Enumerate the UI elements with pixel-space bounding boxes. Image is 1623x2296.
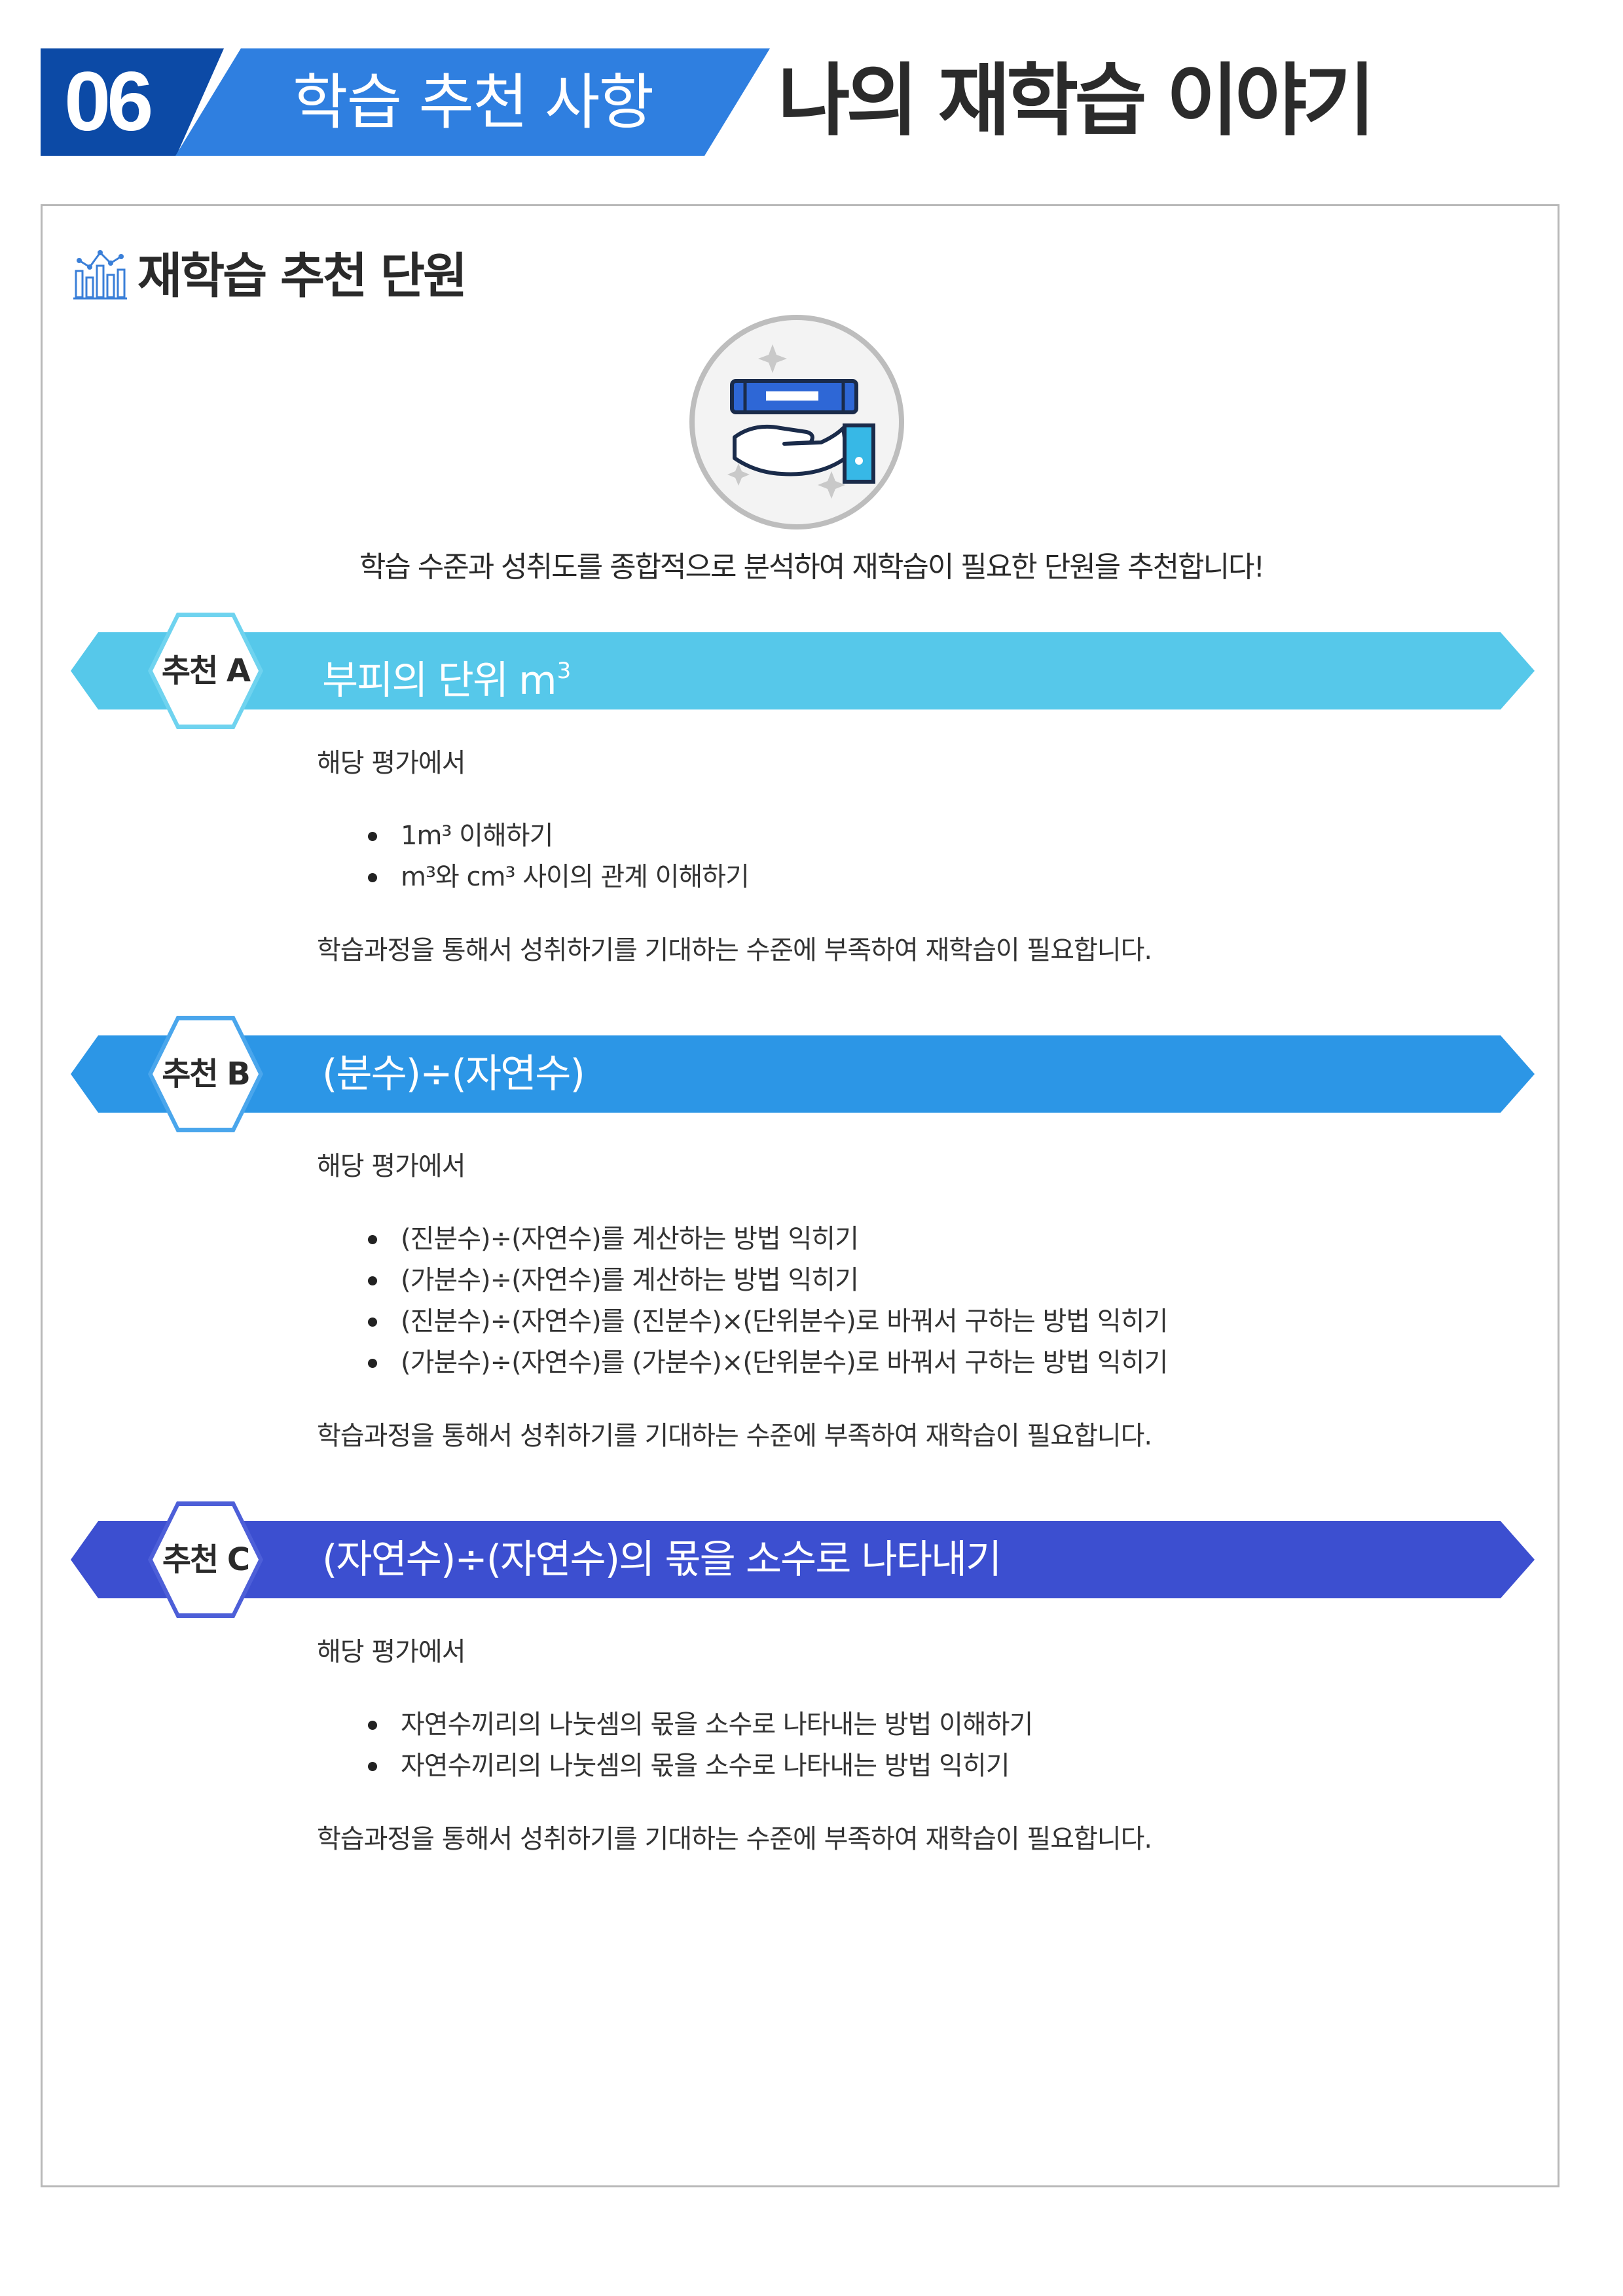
item-list: (진분수)÷(자연수)를 계산하는 방법 익히기 (가분수)÷(자연수)를 계산… xyxy=(317,1219,1535,1384)
title-text: 부피의 단위 m xyxy=(322,658,557,704)
list-item-text: (가분수)÷(자연수)를 (가분수)×(단위분수)로 바꿔서 구하는 방법 익히… xyxy=(401,1348,1168,1378)
recommendation-title: (자연수)÷(자연수)의 몫을 소수로 나타내기 xyxy=(322,1521,1002,1598)
list-item-text: 자연수끼리의 나눗셈의 몫을 소수로 나타내는 방법 익히기 xyxy=(401,1751,1010,1781)
title-text: (분수)÷(자연수) xyxy=(322,1051,585,1097)
intro-text: 학습 수준과 성취도를 종합적으로 분석하여 재학습이 필요한 단원을 추천합니… xyxy=(359,550,1265,584)
recommendation-c-banner: 추천 C (자연수)÷(자연수)의 몫을 소수로 나타내기 xyxy=(71,1501,1535,1618)
recommendation-a-body: 해당 평가에서 1m³ 이해하기 m³와 cm³ 사이의 관계 이해하기 학습과… xyxy=(317,744,1535,970)
recommendation-a-banner: 추천 A 부피의 단위 m3 xyxy=(71,613,1535,729)
section-number: 06 xyxy=(64,55,153,149)
list-item-text: m³와 cm³ 사이의 관계 이해하기 xyxy=(401,862,750,892)
list-item-text: 자연수끼리의 나눗셈의 몫을 소수로 나타내는 방법 이해하기 xyxy=(401,1710,1033,1740)
conclusion-text: 학습과정을 통해서 성취하기를 기대하는 수준에 부족하여 재학습이 필요합니다… xyxy=(317,1824,1152,1854)
header-subtitle: 학습 추천 사항 xyxy=(292,67,654,137)
banner-bar xyxy=(71,1035,1535,1113)
title-superscript: 3 xyxy=(556,658,572,684)
conclusion-text: 학습과정을 통해서 성취하기를 기대하는 수준에 부족하여 재학습이 필요합니다… xyxy=(317,1421,1152,1451)
list-item: 자연수끼리의 나눗셈의 몫을 소수로 나타내는 방법 이해하기 xyxy=(368,1704,1535,1746)
hand-holding-book-icon xyxy=(689,315,904,529)
banner-bar xyxy=(71,1521,1535,1598)
header-subtitle-banner: 학습 추천 사항 xyxy=(175,48,770,156)
list-item: (진분수)÷(자연수)를 계산하는 방법 익히기 xyxy=(368,1219,1535,1260)
list-item-text: 1m³ 이해하기 xyxy=(401,821,553,851)
recommendation-b-banner: 추천 B (분수)÷(자연수) xyxy=(71,1016,1535,1132)
list-item: m³와 cm³ 사이의 관계 이해하기 xyxy=(368,857,1535,898)
list-item: (가분수)÷(자연수)를 계산하는 방법 익히기 xyxy=(368,1260,1535,1301)
content-frame xyxy=(41,204,1559,2187)
lead-text: 해당 평가에서 xyxy=(317,1151,466,1181)
list-item-text: (진분수)÷(자연수)를 (진분수)×(단위분수)로 바꿔서 구하는 방법 익히… xyxy=(401,1306,1168,1336)
recommendation-title: (분수)÷(자연수) xyxy=(322,1035,585,1113)
lead-text: 해당 평가에서 xyxy=(317,748,466,778)
item-list: 자연수끼리의 나눗셈의 몫을 소수로 나타내는 방법 이해하기 자연수끼리의 나… xyxy=(317,1704,1535,1787)
title-text: (자연수)÷(자연수)의 몫을 소수로 나타내기 xyxy=(322,1537,1002,1583)
section-number-badge: 06 xyxy=(41,48,224,156)
list-item: 1m³ 이해하기 xyxy=(368,816,1535,857)
item-list: 1m³ 이해하기 m³와 cm³ 사이의 관계 이해하기 xyxy=(317,816,1535,898)
recommendation-badge: 추천 C xyxy=(148,1501,263,1618)
list-item: (진분수)÷(자연수)를 (진분수)×(단위분수)로 바꿔서 구하는 방법 익히… xyxy=(368,1301,1535,1342)
list-item-text: (진분수)÷(자연수)를 계산하는 방법 익히기 xyxy=(401,1224,859,1254)
badge-label: 추천 C xyxy=(153,1506,259,1613)
badge-label: 추천 B xyxy=(153,1020,259,1128)
recommendation-b-body: 해당 평가에서 (진분수)÷(자연수)를 계산하는 방법 익히기 (가분수)÷(… xyxy=(317,1147,1535,1456)
list-item: (가분수)÷(자연수)를 (가분수)×(단위분수)로 바꿔서 구하는 방법 익히… xyxy=(368,1342,1535,1384)
section-title: 재학습 추천 단원 xyxy=(137,248,467,304)
badge-label: 추천 A xyxy=(153,617,259,725)
conclusion-text: 학습과정을 통해서 성취하기를 기대하는 수준에 부족하여 재학습이 필요합니다… xyxy=(317,935,1152,965)
recommendation-title: 부피의 단위 m3 xyxy=(322,632,572,709)
recommendation-c-body: 해당 평가에서 자연수끼리의 나눗셈의 몫을 소수로 나타내는 방법 이해하기 … xyxy=(317,1632,1535,1859)
list-item-text: (가분수)÷(자연수)를 계산하는 방법 익히기 xyxy=(401,1265,859,1295)
lead-text: 해당 평가에서 xyxy=(317,1637,466,1667)
banner-bar xyxy=(71,632,1535,709)
list-item: 자연수끼리의 나눗셈의 몫을 소수로 나타내는 방법 익히기 xyxy=(368,1746,1535,1787)
bar-chart-icon xyxy=(73,250,127,300)
page-title: 나의 재학습 이야기 xyxy=(778,56,1376,147)
